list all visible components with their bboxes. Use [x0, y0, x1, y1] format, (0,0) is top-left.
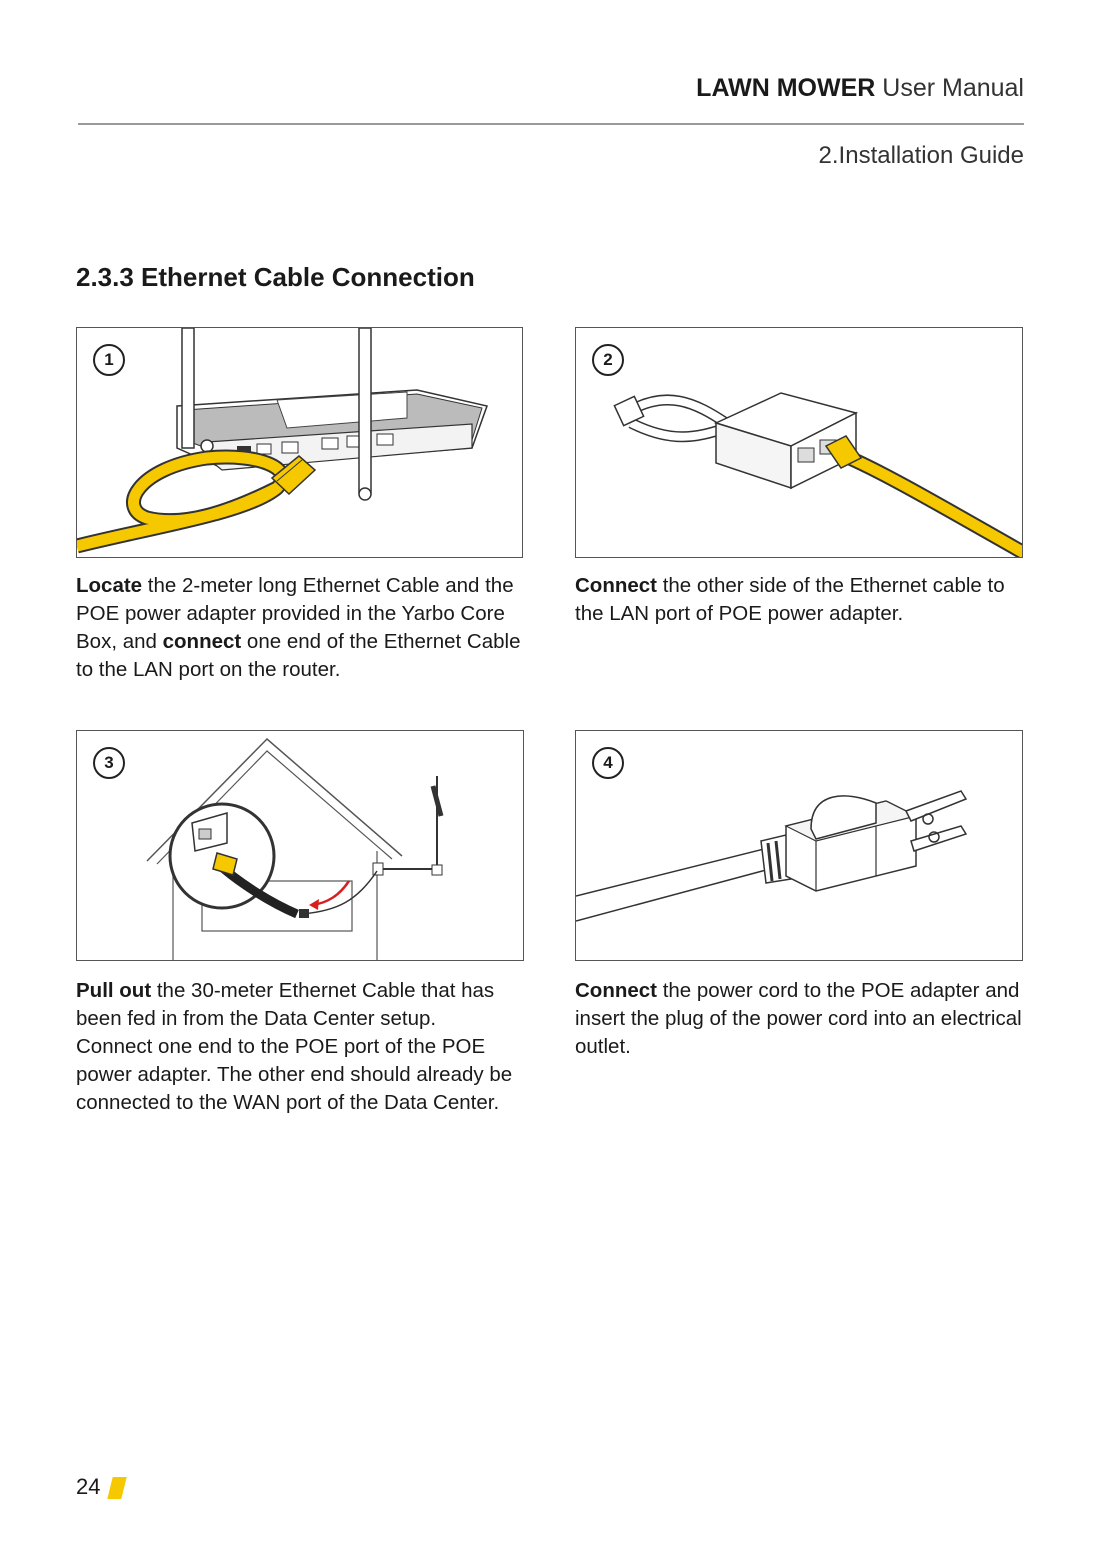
- step-4-text: the power cord to the POE adapter and in…: [575, 979, 1022, 1058]
- step-3-badge: 3: [93, 747, 125, 779]
- step-2-lead: Connect: [575, 574, 657, 597]
- power-plug-illustration: [576, 790, 968, 922]
- step-1-badge: 1: [93, 344, 125, 376]
- step-1-emphasis: connect: [162, 630, 242, 653]
- step-3-illustration: 3: [76, 730, 524, 961]
- step-2-text: the other side of the Ethernet cable to …: [575, 574, 1005, 625]
- step-1-caption: Locate the 2-meter long Ethernet Cable a…: [76, 572, 536, 684]
- step-3-caption: Pull out the 30-meter Ethernet Cable tha…: [76, 977, 516, 1117]
- section-title: 2.3.3 Ethernet Cable Connection: [76, 262, 475, 292]
- step-2-badge: 2: [592, 344, 624, 376]
- step-1-text: the 2-meter long Ethernet Cable and the …: [76, 574, 514, 653]
- step-1-illustration: 1: [76, 327, 523, 558]
- header-brand: LAWN MOWER User Manual: [696, 74, 1024, 103]
- step-3-text: the 30-meter Ethernet Cable that has bee…: [76, 979, 513, 1114]
- step-4-lead: Connect: [575, 979, 657, 1002]
- step-4-caption: Connect the power cord to the POE adapte…: [575, 977, 1030, 1061]
- brand-product-name: LAWN MOWER: [696, 74, 876, 102]
- step-4-badge: 4: [592, 747, 624, 779]
- header-divider: [78, 123, 1024, 125]
- step-1-lead: Locate: [76, 574, 143, 597]
- poe-adapter-illustration: [613, 392, 1022, 557]
- chapter-title: 2.Installation Guide: [818, 142, 1024, 169]
- step-2-illustration: 2: [575, 327, 1023, 558]
- step-4-illustration: 4: [575, 730, 1023, 961]
- house-illustration: [146, 737, 444, 960]
- brand-doc-type: User Manual: [882, 74, 1024, 102]
- page-accent-mark: [107, 1477, 127, 1499]
- step-1-text-end: one end of the Ethernet Cable to the LAN…: [76, 630, 521, 681]
- router-illustration: [77, 328, 488, 554]
- step-2-caption: Connect the other side of the Ethernet c…: [575, 572, 1015, 628]
- page-number: 24: [76, 1474, 101, 1499]
- step-3-lead: Pull out: [76, 979, 152, 1002]
